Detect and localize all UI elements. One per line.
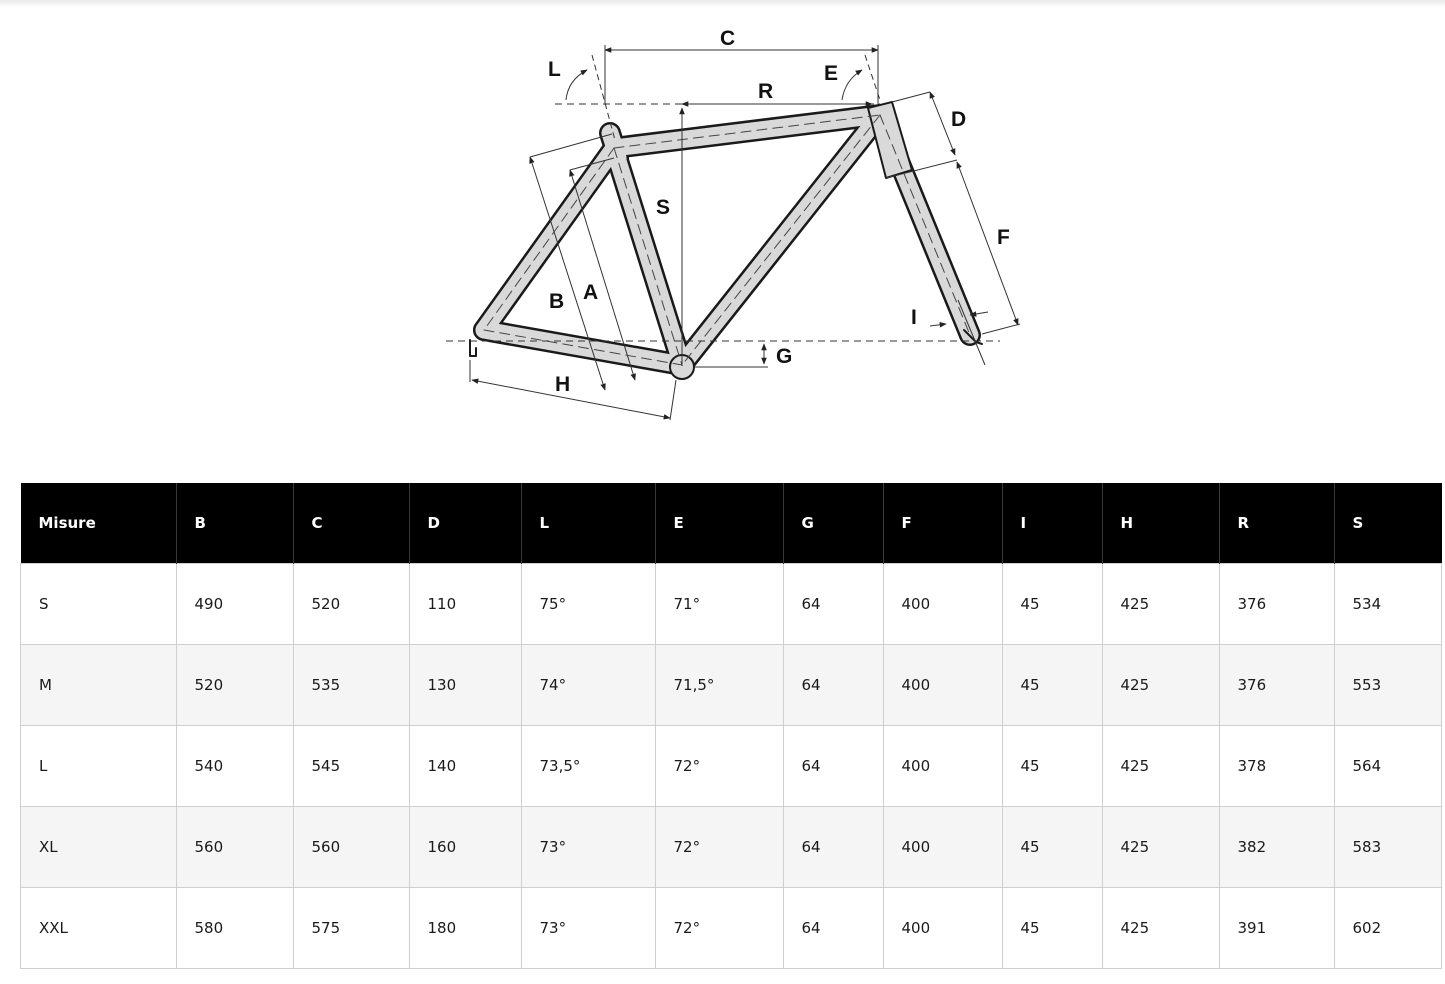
label-f: F xyxy=(997,226,1010,249)
table-cell: 45 xyxy=(1001,644,1103,726)
table-cell: 72° xyxy=(654,725,784,807)
table-cell: 400 xyxy=(882,725,1003,807)
table-cell: 45 xyxy=(1001,806,1103,888)
table-cell: 575 xyxy=(292,887,410,969)
table-cell: 400 xyxy=(882,563,1003,645)
table-row: XL 560 560 160 73° 72° 64 400 45 425 382… xyxy=(20,806,1442,888)
table-cell: 400 xyxy=(882,644,1003,726)
table-cell: 140 xyxy=(408,725,522,807)
table-cell: 490 xyxy=(175,563,294,645)
label-b: B xyxy=(549,290,564,313)
table-cell: 73,5° xyxy=(520,725,656,807)
frame-drawing xyxy=(469,101,983,380)
table-cell: 75° xyxy=(520,563,656,645)
table-cell: 382 xyxy=(1218,806,1335,888)
dimension-lines xyxy=(446,45,1021,421)
table-row: S 490 520 110 75° 71° 64 400 45 425 376 … xyxy=(20,563,1442,645)
table-cell: 583 xyxy=(1333,806,1442,888)
label-c: C xyxy=(720,27,735,50)
table-cell: 64 xyxy=(782,806,884,888)
label-g: G xyxy=(776,345,792,368)
header-d: D xyxy=(408,483,521,564)
label-r: R xyxy=(758,80,773,103)
table-cell: 400 xyxy=(882,806,1003,888)
header-l: L xyxy=(520,483,655,564)
label-a: A xyxy=(583,281,598,304)
header-i: I xyxy=(1001,483,1102,564)
table-cell: 71,5° xyxy=(654,644,784,726)
header-r: R xyxy=(1218,483,1334,564)
table-cell: 425 xyxy=(1101,887,1220,969)
table-cell: 45 xyxy=(1001,563,1103,645)
label-h: H xyxy=(555,373,570,396)
table-cell: 45 xyxy=(1001,887,1103,969)
label-i: I xyxy=(911,306,917,329)
header-s: S xyxy=(1333,483,1442,564)
table-cell: XXL xyxy=(20,887,177,969)
table-cell: 130 xyxy=(408,644,522,726)
table-cell: 72° xyxy=(654,887,784,969)
table-cell: 64 xyxy=(782,725,884,807)
table-cell: XL xyxy=(20,806,177,888)
geometry-table: Misure B C D L E G F I H R S S 490 520 1… xyxy=(20,483,1442,969)
table-cell: 540 xyxy=(175,725,294,807)
table-header-row: Misure B C D L E G F I H R S xyxy=(20,483,1442,564)
table-cell: 535 xyxy=(292,644,410,726)
table-cell: 520 xyxy=(292,563,410,645)
header-g: G xyxy=(782,483,883,564)
table-cell: 110 xyxy=(408,563,522,645)
table-cell: 425 xyxy=(1101,806,1220,888)
table-cell: L xyxy=(20,725,177,807)
table-cell: 378 xyxy=(1218,725,1335,807)
header-h: H xyxy=(1101,483,1219,564)
table-cell: 564 xyxy=(1333,725,1442,807)
table-cell: M xyxy=(20,644,177,726)
label-l: L xyxy=(548,58,561,81)
table-cell: 425 xyxy=(1101,644,1220,726)
table-cell: 71° xyxy=(654,563,784,645)
table-cell: 180 xyxy=(408,887,522,969)
header-c: C xyxy=(292,483,409,564)
table-cell: 560 xyxy=(175,806,294,888)
table-cell: 425 xyxy=(1101,725,1220,807)
table-row: L 540 545 140 73,5° 72° 64 400 45 425 37… xyxy=(20,725,1442,807)
table-cell: 64 xyxy=(782,644,884,726)
table-cell: 425 xyxy=(1101,563,1220,645)
table-cell: 560 xyxy=(292,806,410,888)
table-cell: 534 xyxy=(1333,563,1442,645)
table-cell: 160 xyxy=(408,806,522,888)
table-row: M 520 535 130 74° 71,5° 64 400 45 425 37… xyxy=(20,644,1442,726)
table-cell: 376 xyxy=(1218,563,1335,645)
label-d: D xyxy=(951,108,966,131)
label-s: S xyxy=(656,196,670,219)
table-cell: 64 xyxy=(782,887,884,969)
frame-geometry-diagram: C L E R D S F B A I G H xyxy=(446,27,1021,421)
table-cell: 400 xyxy=(882,887,1003,969)
table-row: XXL 580 575 180 73° 72° 64 400 45 425 39… xyxy=(20,887,1442,969)
table-cell: 74° xyxy=(520,644,656,726)
header-misure: Misure xyxy=(20,483,176,564)
table-cell: 64 xyxy=(782,563,884,645)
table-cell: 73° xyxy=(520,806,656,888)
table-cell: 45 xyxy=(1001,725,1103,807)
header-e: E xyxy=(654,483,783,564)
header-f: F xyxy=(882,483,1002,564)
table-cell: 376 xyxy=(1218,644,1335,726)
header-b: B xyxy=(175,483,293,564)
table-cell: 73° xyxy=(520,887,656,969)
table-cell: 72° xyxy=(654,806,784,888)
table-cell: S xyxy=(20,563,177,645)
table-cell: 545 xyxy=(292,725,410,807)
table-cell: 580 xyxy=(175,887,294,969)
table-cell: 391 xyxy=(1218,887,1335,969)
top-shadow-band xyxy=(0,0,1445,8)
table-cell: 602 xyxy=(1333,887,1442,969)
table-cell: 520 xyxy=(175,644,294,726)
label-e: E xyxy=(824,62,838,85)
table-cell: 553 xyxy=(1333,644,1442,726)
